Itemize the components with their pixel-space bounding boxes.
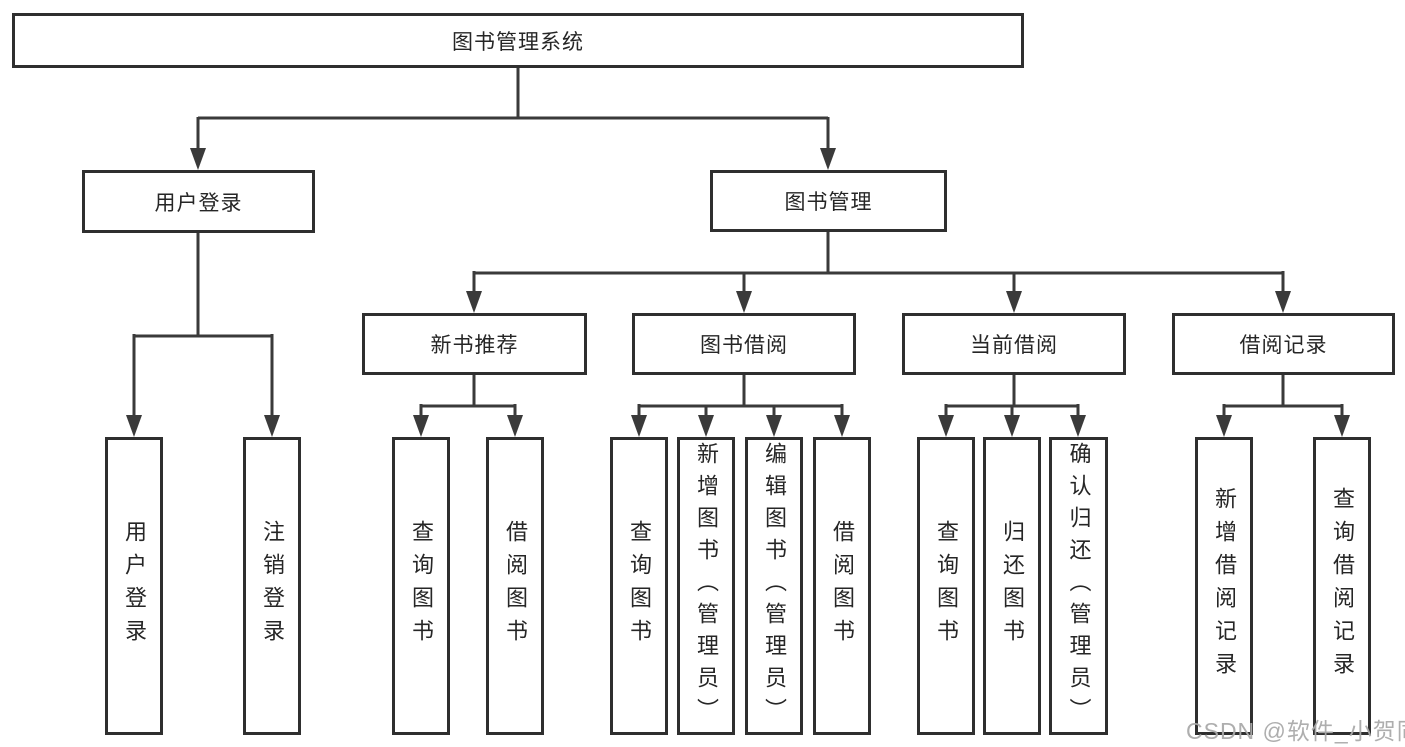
- node-user-login: 用户登录: [82, 170, 315, 233]
- node-root-label: 图书管理系统: [452, 30, 584, 54]
- connector-bookmgmt-to-level3: [472, 232, 1285, 293]
- arrowhead-icon: [507, 415, 523, 437]
- arrowhead-icon: [736, 291, 752, 313]
- arrowhead-icon: [631, 415, 647, 437]
- leaf-borrow-book-2: 借阅图书: [813, 437, 871, 735]
- leaf-return-book: 归还图书: [983, 437, 1041, 735]
- leaf-user-login: 用户登录: [105, 437, 163, 735]
- leaf-confirm-return-admin: 确认归还（管理员）: [1049, 437, 1108, 735]
- leaf-query-book-2-label: 查询图书: [627, 520, 652, 652]
- arrowhead-icon: [413, 415, 429, 437]
- leaf-query-borrow-record: 查询借阅记录: [1313, 437, 1371, 735]
- node-root: 图书管理系统: [12, 13, 1024, 68]
- connector-userlogin-to-leaves: [132, 233, 274, 417]
- node-borrow-record-label: 借阅记录: [1239, 334, 1328, 357]
- connector-bookborrow-to-leaves: [637, 375, 844, 417]
- leaf-add-book-admin: 新增图书（管理员）: [677, 437, 735, 735]
- arrowhead-icon: [1275, 291, 1291, 313]
- arrowhead-icon: [1334, 415, 1350, 437]
- arrowhead-icon: [834, 415, 850, 437]
- leaf-query-book-1: 查询图书: [392, 437, 450, 735]
- connector-root-to-level2: [196, 68, 830, 150]
- leaf-query-book-2: 查询图书: [610, 437, 668, 735]
- arrowhead-icon: [1004, 415, 1020, 437]
- node-user-login-label: 用户登录: [154, 191, 243, 215]
- node-book-borrow: 图书借阅: [632, 313, 856, 375]
- leaf-query-book-1-label: 查询图书: [409, 520, 434, 652]
- node-new-book-recommend-label: 新书推荐: [430, 334, 519, 357]
- connector-newbook-to-leaves: [419, 375, 517, 417]
- leaf-borrow-book-1-label: 借阅图书: [503, 520, 528, 652]
- csdn-watermark: CSDN @软件_小贺同学: [1186, 718, 1405, 744]
- leaf-logout: 注销登录: [243, 437, 301, 735]
- leaf-confirm-return-admin-label: 确认归还（管理员）: [1066, 442, 1092, 730]
- leaf-query-book-3: 查询图书: [917, 437, 975, 735]
- arrowhead-icon: [1006, 291, 1022, 313]
- node-borrow-record: 借阅记录: [1172, 313, 1395, 375]
- leaf-edit-book-admin-label: 编辑图书（管理员）: [762, 442, 787, 730]
- leaf-borrow-book-2-label: 借阅图书: [830, 520, 855, 652]
- arrowhead-icon: [938, 415, 954, 437]
- connector-borrowrecord-to-leaves: [1222, 375, 1344, 417]
- node-new-book-recommend: 新书推荐: [362, 313, 587, 375]
- leaf-edit-book-admin: 编辑图书（管理员）: [745, 437, 803, 735]
- leaf-query-book-3-label: 查询图书: [934, 520, 959, 652]
- arrowhead-icon: [1216, 415, 1232, 437]
- leaf-query-borrow-record-label: 查询借阅记录: [1330, 487, 1355, 685]
- arrowhead-icon: [264, 415, 280, 437]
- leaf-logout-label: 注销登录: [260, 520, 285, 652]
- leaf-add-borrow-record-label: 新增借阅记录: [1212, 487, 1237, 685]
- node-current-borrow: 当前借阅: [902, 313, 1126, 375]
- arrowhead-icon: [766, 415, 782, 437]
- arrowhead-icon: [1070, 415, 1086, 437]
- node-current-borrow-label: 当前借阅: [970, 334, 1058, 357]
- arrowhead-icon: [698, 415, 714, 437]
- arrowhead-icon: [190, 148, 206, 170]
- node-book-borrow-label: 图书借阅: [700, 334, 788, 357]
- leaf-add-borrow-record: 新增借阅记录: [1195, 437, 1253, 735]
- arrowhead-icon: [820, 148, 836, 170]
- leaf-return-book-label: 归还图书: [1000, 520, 1025, 652]
- connector-currentborrow-to-leaves: [944, 375, 1080, 417]
- leaf-borrow-book-1: 借阅图书: [486, 437, 544, 735]
- node-book-management-label: 图书管理: [784, 191, 873, 214]
- arrowhead-icon: [126, 415, 142, 437]
- leaf-user-login-label: 用户登录: [122, 520, 147, 652]
- node-book-management: 图书管理: [710, 170, 947, 232]
- arrowhead-icon: [466, 291, 482, 313]
- leaf-add-book-admin-label: 新增图书（管理员）: [694, 442, 719, 730]
